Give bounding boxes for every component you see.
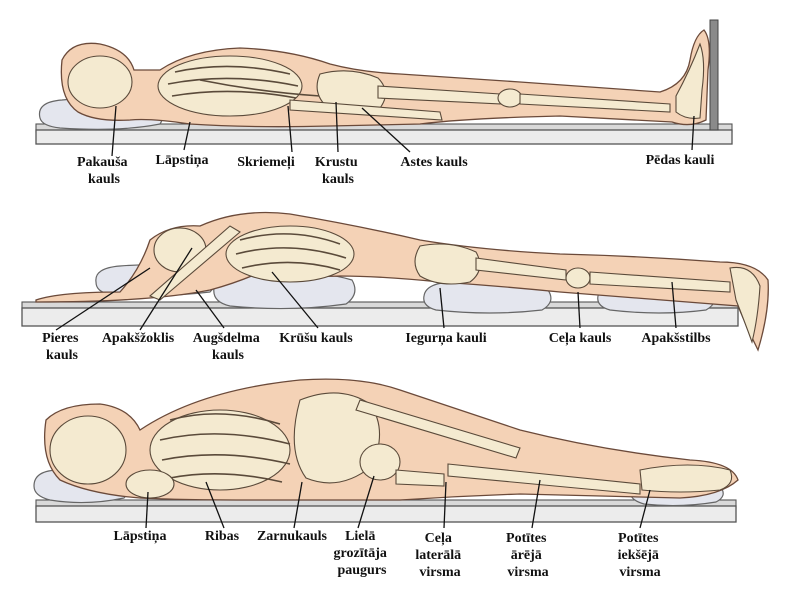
label-ankle-inner: Potītes iekšējā virsma xyxy=(618,531,663,580)
label-ankle-outer: Potītes ārējā virsma xyxy=(506,531,550,580)
leader-trochanter xyxy=(357,475,375,529)
label-spine: Skriemeļi xyxy=(237,155,295,170)
label-knee-lateral: Ceļa laterālā virsma xyxy=(415,531,464,580)
leader-clavicle xyxy=(139,247,193,331)
panel-prone xyxy=(21,211,769,352)
leader-ankle-inner xyxy=(639,489,651,529)
rib-l2 xyxy=(159,433,291,445)
leader-heel xyxy=(691,115,695,151)
ribcage-lateral xyxy=(149,409,291,491)
rib-p1 xyxy=(239,233,341,245)
skull-lateral xyxy=(49,415,127,485)
label-scapula: Lāpstiņa xyxy=(156,153,209,168)
label-ilium: Zarnukauls xyxy=(257,529,328,544)
panel-lateral xyxy=(33,378,739,523)
foot-lateral xyxy=(639,464,733,493)
rib-3 xyxy=(171,90,297,99)
leader-pelvis xyxy=(439,287,445,329)
scapula-lateral xyxy=(125,469,175,499)
label-coccyx: Astes kauls xyxy=(400,155,468,170)
mattress-prone xyxy=(21,307,739,327)
label-scapula2: Lāpstiņa xyxy=(114,529,167,544)
leader-humerus xyxy=(195,289,225,329)
mattress-supine xyxy=(35,129,733,145)
leader-knee xyxy=(577,291,581,329)
knee-supine xyxy=(497,88,523,108)
label-sternum: Krūšu kauls xyxy=(279,331,353,346)
leader-ribs xyxy=(205,481,225,529)
rib-1 xyxy=(174,65,291,75)
leader-ankle-outer xyxy=(531,479,541,529)
labels: Pakauša kauls Lāpstiņa Skriemeļi Krustu … xyxy=(42,153,714,580)
tibia-lateral xyxy=(447,463,641,495)
pelvis-prone xyxy=(414,243,481,285)
leader-scapula xyxy=(183,121,191,151)
femur-lateral-upper xyxy=(355,399,521,459)
label-forehead: Pieres kauls xyxy=(42,331,82,363)
label-pelvis: Iegurņa kauli xyxy=(405,331,486,346)
leader-forehead xyxy=(55,267,151,331)
label-occipital: Pakauša kauls xyxy=(77,155,131,187)
rib-l1 xyxy=(169,413,281,425)
rib-p2 xyxy=(235,247,347,259)
footboard xyxy=(709,19,719,131)
spine-line-supine xyxy=(199,79,321,97)
leader-sternum xyxy=(271,271,319,329)
tibia-supine xyxy=(519,93,671,113)
rib-l3 xyxy=(161,454,291,465)
leader-scapula2 xyxy=(145,491,149,529)
leader-sacrum xyxy=(335,101,339,153)
femur-lateral-lower xyxy=(395,469,445,487)
leader-ilium xyxy=(293,481,303,529)
label-trochanter: Lielā grozītāja paugurs xyxy=(334,529,391,578)
skull-supine xyxy=(67,55,133,109)
mattress-lateral xyxy=(35,505,737,523)
label-sacrum: Krustu kauls xyxy=(315,155,361,187)
leader-coccyx xyxy=(361,107,411,153)
leader-tibia xyxy=(671,281,677,329)
rib-l4 xyxy=(169,473,283,483)
label-tibia: Apakšstilbs xyxy=(641,331,711,346)
foot-supine xyxy=(675,42,705,119)
trochanter-lateral xyxy=(359,443,401,481)
arm-bones-supine xyxy=(289,99,443,121)
panel-supine xyxy=(35,19,733,145)
label-knee: Ceļa kauls xyxy=(549,331,612,346)
label-heel: Pēdas kauli xyxy=(646,153,715,168)
tibia-prone xyxy=(589,271,731,293)
rib-p3 xyxy=(241,261,341,271)
label-humerus: Augšdelma kauls xyxy=(193,331,263,363)
ribcage-prone xyxy=(225,225,355,283)
leader-lines xyxy=(55,101,695,529)
rib-2 xyxy=(167,77,299,87)
leader-spine xyxy=(287,105,293,153)
knee-prone xyxy=(565,267,591,289)
leader-occipital xyxy=(111,105,117,157)
foot-prone xyxy=(729,266,761,344)
label-ribs: Ribas xyxy=(205,529,240,544)
label-clavicle: Apakšžoklis xyxy=(102,331,175,346)
leader-knee-lateral xyxy=(443,481,447,529)
